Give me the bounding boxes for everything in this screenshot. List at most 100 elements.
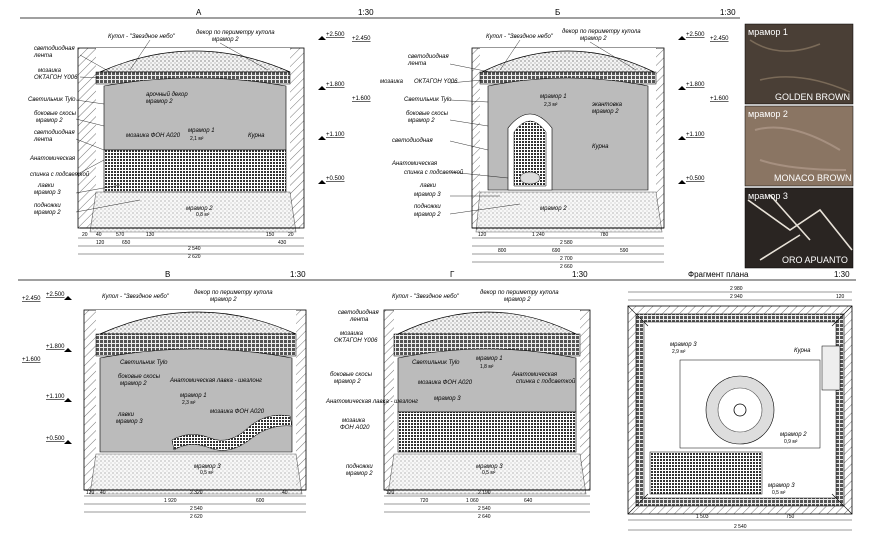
section-b: Купол - "Звездное небо" декор по перимет… <box>380 29 729 270</box>
label-b-marble2: мрамор 2 <box>580 36 607 42</box>
dims-g: 120 720 1 060 2 190 640 2 540 2 640 <box>384 490 590 520</box>
label-b-led2: лента <box>407 61 427 67</box>
plan-fragment: мрамор 3 2,9 м² Курна мрамор 3 0,5 м² мр… <box>627 286 853 531</box>
svg-text:430: 430 <box>278 240 287 246</box>
svg-text:2 190: 2 190 <box>478 490 491 496</box>
label-plan-marble3b: мрамор 3 <box>768 483 795 489</box>
svg-text:+2.450: +2.450 <box>710 36 729 42</box>
label-plan-marble2: мрамор 2 <box>780 432 807 438</box>
label-v-bevels: боковые скосы <box>118 374 161 380</box>
svg-text:+2.500: +2.500 <box>326 32 345 38</box>
label-v-marble3: мрамор 3 <box>116 419 143 425</box>
svg-text:600: 600 <box>256 498 265 504</box>
svg-text:120: 120 <box>386 490 395 496</box>
svg-text:1 240: 1 240 <box>532 232 545 238</box>
section-a-scale: 1:30 <box>358 8 374 17</box>
svg-text:570: 570 <box>116 232 125 238</box>
label-a-marble3: мрамор 3 <box>34 190 61 196</box>
section-g-scale: 1:30 <box>572 270 588 279</box>
svg-text:+0.500: +0.500 <box>326 176 345 182</box>
label-a-benches: лавки <box>37 183 55 189</box>
section-g: Купол - "Звездное небо" декор по перимет… <box>325 290 591 520</box>
label-g-tylo: Светильник Tylo <box>412 360 460 366</box>
dims-a: 20 40 570 130 150 20 120 650 430 2 540 2… <box>78 232 304 260</box>
svg-text:800: 800 <box>498 248 507 254</box>
svg-text:+0.500: +0.500 <box>686 176 705 182</box>
levels-a: +2.500 +2.450 +1.800 +1.600 +1.100 +0.50… <box>318 32 371 184</box>
section-plan-title: Фрагмент плана <box>688 270 749 279</box>
label-b-marble2c: мрамор 2 <box>414 212 441 218</box>
label-b-dome: Купол - "Звездное небо" <box>486 34 554 40</box>
label-a-anat: Анатомическая <box>29 156 76 162</box>
svg-text:40: 40 <box>96 232 102 238</box>
svg-text:640: 640 <box>524 498 533 504</box>
label-b-marble2b: мрамор 2 <box>408 118 435 124</box>
label-a-marble2c: мрамор 2 <box>34 210 61 216</box>
svg-text:120: 120 <box>96 240 105 246</box>
label-b-podnozh: подножки <box>414 204 441 210</box>
svg-text:130: 130 <box>146 232 155 238</box>
svg-text:40: 40 <box>100 490 106 496</box>
label-g-spinka: спинка с подсветкой <box>516 378 576 385</box>
label-a-marble2: мрамор 2 <box>212 37 239 43</box>
section-v-letter: В <box>165 270 170 279</box>
label-v-marble3b: мрамор 3 <box>194 464 221 470</box>
label-b-marble2d: мрамор 2 <box>592 109 619 115</box>
section-b-scale: 1:30 <box>720 8 736 17</box>
svg-text:150: 150 <box>266 232 275 238</box>
svg-text:1 060: 1 060 <box>466 498 479 504</box>
svg-text:2 540: 2 540 <box>734 524 747 530</box>
svg-text:+1.600: +1.600 <box>352 96 371 102</box>
label-b-octagon: ОКТАГОН Y006 <box>414 79 458 85</box>
dims-v: 120 40 1 920 2 320 600 40 2 540 2 620 <box>84 490 306 520</box>
label-g-mosaic2: мозаика <box>342 418 366 424</box>
label-a-spinka: спинка с подсветкой <box>30 171 90 178</box>
label-g-podnozh: подножки <box>346 464 373 470</box>
label-g-marble2c: мрамор 2 <box>346 471 373 477</box>
label-v-anatlav: Анатомическая лавка - шезлонг <box>169 378 262 384</box>
svg-text:2 320: 2 320 <box>190 490 203 496</box>
svg-text:2 620: 2 620 <box>190 514 203 520</box>
svg-text:2 940: 2 940 <box>730 294 743 300</box>
levels-b: +2.500 +2.450 +1.800 +1.600 +1.100 +0.50… <box>678 32 729 184</box>
swatch-1-tag: мрамор 1 <box>748 27 788 37</box>
area-g-1: 1,8 м² <box>480 364 494 370</box>
label-v-marble2: мрамор 2 <box>210 297 237 303</box>
svg-text:+1.100: +1.100 <box>686 132 705 138</box>
label-b-kurna: Курна <box>592 144 609 150</box>
section-a-letter: А <box>196 8 202 17</box>
section-plan-scale: 1:30 <box>834 270 850 279</box>
label-b-mosaic: мозаика <box>380 79 404 85</box>
label-g-bevels: боковые скосы <box>330 372 373 378</box>
label-a-marble2e: мрамор 2 <box>186 206 213 212</box>
marble-swatches: мрамор 1 GOLDEN BROWN мрамор 2 MONACO BR… <box>744 23 854 269</box>
section-v-scale: 1:30 <box>290 270 306 279</box>
svg-text:20: 20 <box>288 232 294 238</box>
label-a-dome: Купол - "Звездное небо" <box>108 34 176 40</box>
svg-text:590: 590 <box>620 248 629 254</box>
area-a-1: 2,1 м² <box>190 136 204 142</box>
svg-text:2 540: 2 540 <box>188 246 201 252</box>
label-a-podnozh: подножки <box>34 203 61 209</box>
svg-text:+2.450: +2.450 <box>22 296 41 302</box>
label-v-fon: мозаика ФОН A020 <box>210 409 265 415</box>
svg-text:750: 750 <box>786 514 795 520</box>
area-g-2: 0,5 м² <box>482 470 496 476</box>
label-g-led2: лента <box>349 317 369 323</box>
label-g-marble3: мрамор 3 <box>434 396 461 402</box>
svg-text:2 980: 2 980 <box>730 286 743 292</box>
label-a-marble1: мрамор 1 <box>188 128 215 134</box>
svg-text:+1.600: +1.600 <box>710 96 729 102</box>
label-a-arch: арочный декор <box>146 91 188 98</box>
svg-text:2 540: 2 540 <box>190 506 203 512</box>
area-plan-3: 0,9 м² <box>784 439 798 445</box>
area-v-2: 0,5 м² <box>200 470 214 476</box>
label-b-anat: Анатомическая <box>391 161 438 167</box>
label-a-kurna: Курна <box>248 133 265 139</box>
svg-text:+1.800: +1.800 <box>686 82 705 88</box>
area-plan-2: 0,5 м² <box>772 490 786 496</box>
svg-text:720: 720 <box>420 498 429 504</box>
swatch-2-name: MONACO BROWN <box>774 173 852 183</box>
label-v-benches: лавки <box>117 412 135 418</box>
